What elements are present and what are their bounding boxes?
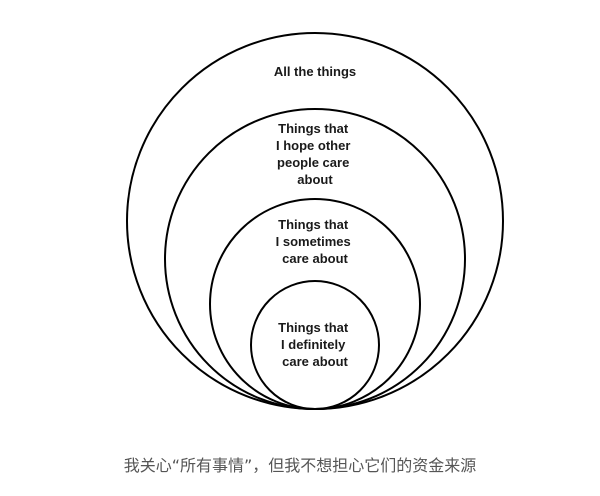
label-line: care about <box>282 251 348 266</box>
label-line: care about <box>282 354 348 369</box>
label-line: about <box>297 172 333 187</box>
label-all-the-things: All the things <box>274 64 356 79</box>
label-line: I sometimes <box>276 234 351 249</box>
label-sometimes-care: Things that I sometimes care about <box>276 217 355 266</box>
label-definitely-care: Things that I definitely care about <box>278 320 352 369</box>
label-line: I definitely <box>281 337 346 352</box>
label-line: people care <box>277 155 349 170</box>
label-line: I hope other <box>276 138 350 153</box>
label-hope-others-care: Things that I hope other people care abo… <box>276 121 354 187</box>
caption-text: 我关心“所有事情”，但我不想担心它们的资金来源 <box>123 456 477 475</box>
label-line: All the things <box>274 64 356 79</box>
label-line: Things that <box>278 320 349 335</box>
label-line: Things that <box>278 217 349 232</box>
circle-definitely-care <box>250 280 380 410</box>
label-line: Things that <box>278 121 349 136</box>
